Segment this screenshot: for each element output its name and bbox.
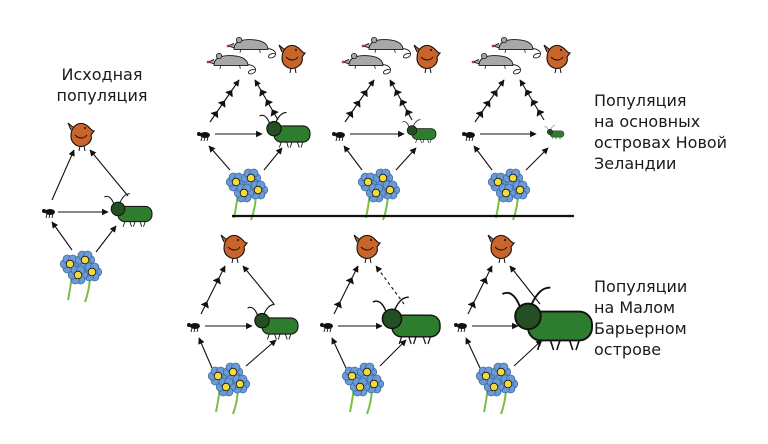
flower-icon [207,362,251,415]
arrow-head [200,301,209,309]
arrow-head [399,99,408,107]
arrow-head [479,277,488,285]
arrow-head [210,110,219,118]
arrow-head [475,110,484,118]
arrow-head [360,89,368,97]
arrow-head [345,110,354,118]
arrow [51,221,73,251]
label-line: острове [594,340,662,359]
arrow-head [353,100,361,108]
arrow-head [404,109,413,117]
rodent-icon [206,52,256,75]
flower-icon [475,362,519,415]
arrow-head [483,100,491,108]
small-insect-icon [187,323,200,333]
bird-icon [67,122,96,152]
bird-icon [543,44,572,74]
rodent-icon [361,36,411,59]
flower-icon [357,168,401,221]
arrow-head [212,277,221,285]
small-insect-icon [320,323,333,333]
arrow [89,149,129,197]
arrow [242,265,275,305]
label-little-barrier-population: Популяции на Малом Барьерном острове [594,276,764,360]
small-insect-icon [462,132,475,142]
arrow [473,145,493,171]
arrow-head [270,109,279,117]
bird-icon [413,44,442,74]
bird-icon [353,234,382,264]
small-insect-icon [42,209,55,219]
small-insect-icon [454,323,467,333]
small-insect-icon [197,132,210,142]
beetle-icon [247,303,299,340]
arrow-head [259,89,267,97]
arrow [379,339,407,367]
arrow [467,265,493,315]
arrow [525,147,549,171]
label-line: Зеландии [594,154,677,173]
arrow-head [393,89,402,97]
arrow-head [524,89,533,97]
rodent-icon [341,52,391,75]
label-line: Барьерном [594,319,687,338]
arrow [513,339,543,367]
arrow [375,265,405,305]
label-line: Популяция [594,91,687,110]
small-insect-icon [332,132,345,142]
flower-icon [59,250,103,303]
arrow-head [345,277,354,285]
arrow [95,225,117,253]
label-line: на основных [594,112,701,131]
bird-icon [220,234,249,264]
flower-icon [225,168,269,221]
label-line: Исходная [61,65,143,84]
label-line: островах Новой [594,133,728,152]
rodent-icon [471,52,521,75]
label-line: популяция [56,86,148,105]
flower-icon [487,168,531,221]
arrow-head [218,100,226,108]
arrow-head [536,109,545,117]
beetle-icon [501,286,593,351]
label-initial-population: Исходная популяция [32,64,172,106]
label-line: на Малом [594,298,676,317]
arrow [331,337,347,369]
arrow [198,337,213,369]
arrow-head [467,301,476,309]
bird-icon [487,234,516,264]
arrow-head [225,89,233,97]
arrow [509,265,541,305]
arrow [51,149,75,201]
arrow-head [490,89,498,97]
arrow [465,337,481,369]
beetle-icon [544,125,565,140]
beetle-icon [104,193,153,227]
beetle-icon [402,119,437,144]
label-main-islands-population: Популяция на основных островах Новой Зел… [594,90,764,174]
bird-icon [278,44,307,74]
arrow-head [530,99,539,107]
rodent-icon [491,36,541,59]
flower-icon [341,362,385,415]
label-line: Популяции [594,277,688,296]
arrow [343,145,363,171]
arrow [200,265,226,315]
arrow [263,147,283,171]
arrow [208,145,231,171]
arrow-head [333,301,342,309]
arrow [333,265,359,315]
rodent-icon [226,36,276,59]
beetle-icon [372,296,441,345]
arrow [245,339,277,367]
beetle-icon [259,111,311,148]
arrow-head [265,99,273,107]
arrow [395,147,417,171]
